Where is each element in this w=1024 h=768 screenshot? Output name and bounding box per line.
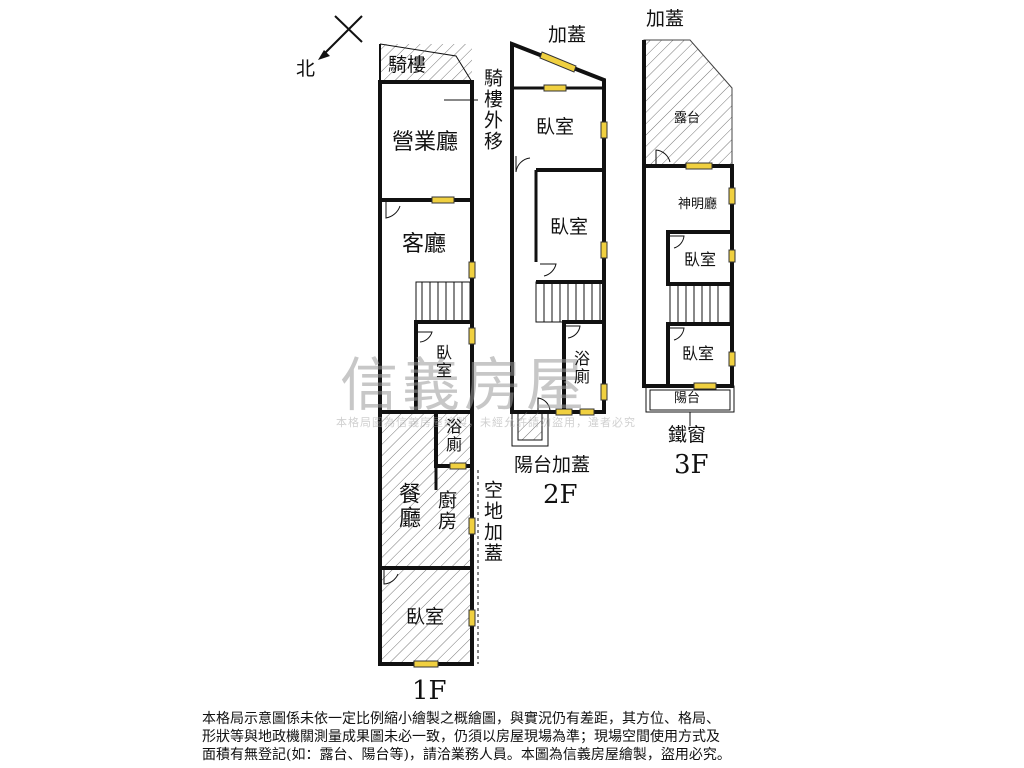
label-2f-bedroom-mid: 臥室 — [550, 216, 589, 238]
floor-2f-walls — [510, 41, 606, 447]
label-3f-balcony: 陽台 — [674, 391, 701, 406]
label-3f-terrace: 露台 — [674, 111, 701, 126]
label-2f-addition: 加蓋 — [548, 24, 587, 46]
label-1f-open-land-addition: 空地加蓋 — [481, 480, 503, 564]
label-3f-bedroom-lower: 臥室 — [682, 344, 715, 363]
label-3f-addition: 加蓋 — [646, 8, 685, 30]
compass-north-label: 北 — [296, 58, 316, 80]
floor-3f-title: 3F — [674, 450, 709, 480]
watermark-brand: 信義房屋 — [340, 351, 589, 419]
floor-1f-walls — [378, 43, 479, 666]
label-1f-arcade: 騎樓 — [388, 54, 427, 76]
floor-1f-windows — [413, 196, 476, 668]
floor-3f-windows — [685, 162, 736, 390]
label-1f-bathroom: 浴廁 — [443, 418, 462, 454]
label-2f-bathroom: 浴廁 — [571, 350, 590, 386]
disclaimer-note: 本格局示意圖係未依一定比例縮小繪製之概繪圖，與實況仍有差距，其方位、格局、 形狀… — [202, 710, 832, 764]
label-3f-iron-window: 鐵窗 — [668, 424, 707, 446]
label-3f-bedroom-upper: 臥室 — [684, 250, 717, 269]
label-1f-dining-room: 餐廳 — [395, 482, 420, 530]
floor-2f-windows — [539, 51, 608, 416]
label-1f-business-hall: 營業廳 — [392, 130, 459, 155]
floor-3f-walls — [642, 39, 735, 426]
watermark-notice: 本格局圖為信義房屋繪製，未經允許請勿盜用，違者必究 — [336, 416, 636, 429]
disclaimer-line: 本格局示意圖係未依一定比例縮小繪製之概繪圖，與實況仍有差距，其方位、格局、 — [202, 711, 720, 727]
label-2f-bedroom-front: 臥室 — [536, 116, 575, 138]
north-arrow-icon — [318, 15, 363, 60]
label-3f-shrine-room: 神明廳 — [678, 197, 718, 212]
disclaimer-line: 面積有無登記(如：露台、陽台等)，請洽業務人員。本圖為信義房屋繪製，盜用必究。 — [202, 747, 731, 763]
floor-2f-title: 2F — [543, 480, 578, 510]
label-2f-balcony-addition: 陽台加蓋 — [514, 454, 591, 476]
floor-1f-title: 1F — [412, 676, 447, 706]
label-1f-kitchen: 廚房 — [435, 490, 457, 532]
label-1f-bedroom-rear: 臥室 — [406, 606, 445, 628]
label-1f-living-room: 客廳 — [402, 232, 447, 257]
disclaimer-line: 形狀等與地政機關測量成果圖未必一致，仍須以房屋現場為準；現場空間使用方式及 — [202, 729, 720, 745]
label-1f-arcade-moved: 騎樓外移 — [481, 68, 503, 152]
label-1f-bedroom-small: 臥室 — [433, 344, 452, 380]
